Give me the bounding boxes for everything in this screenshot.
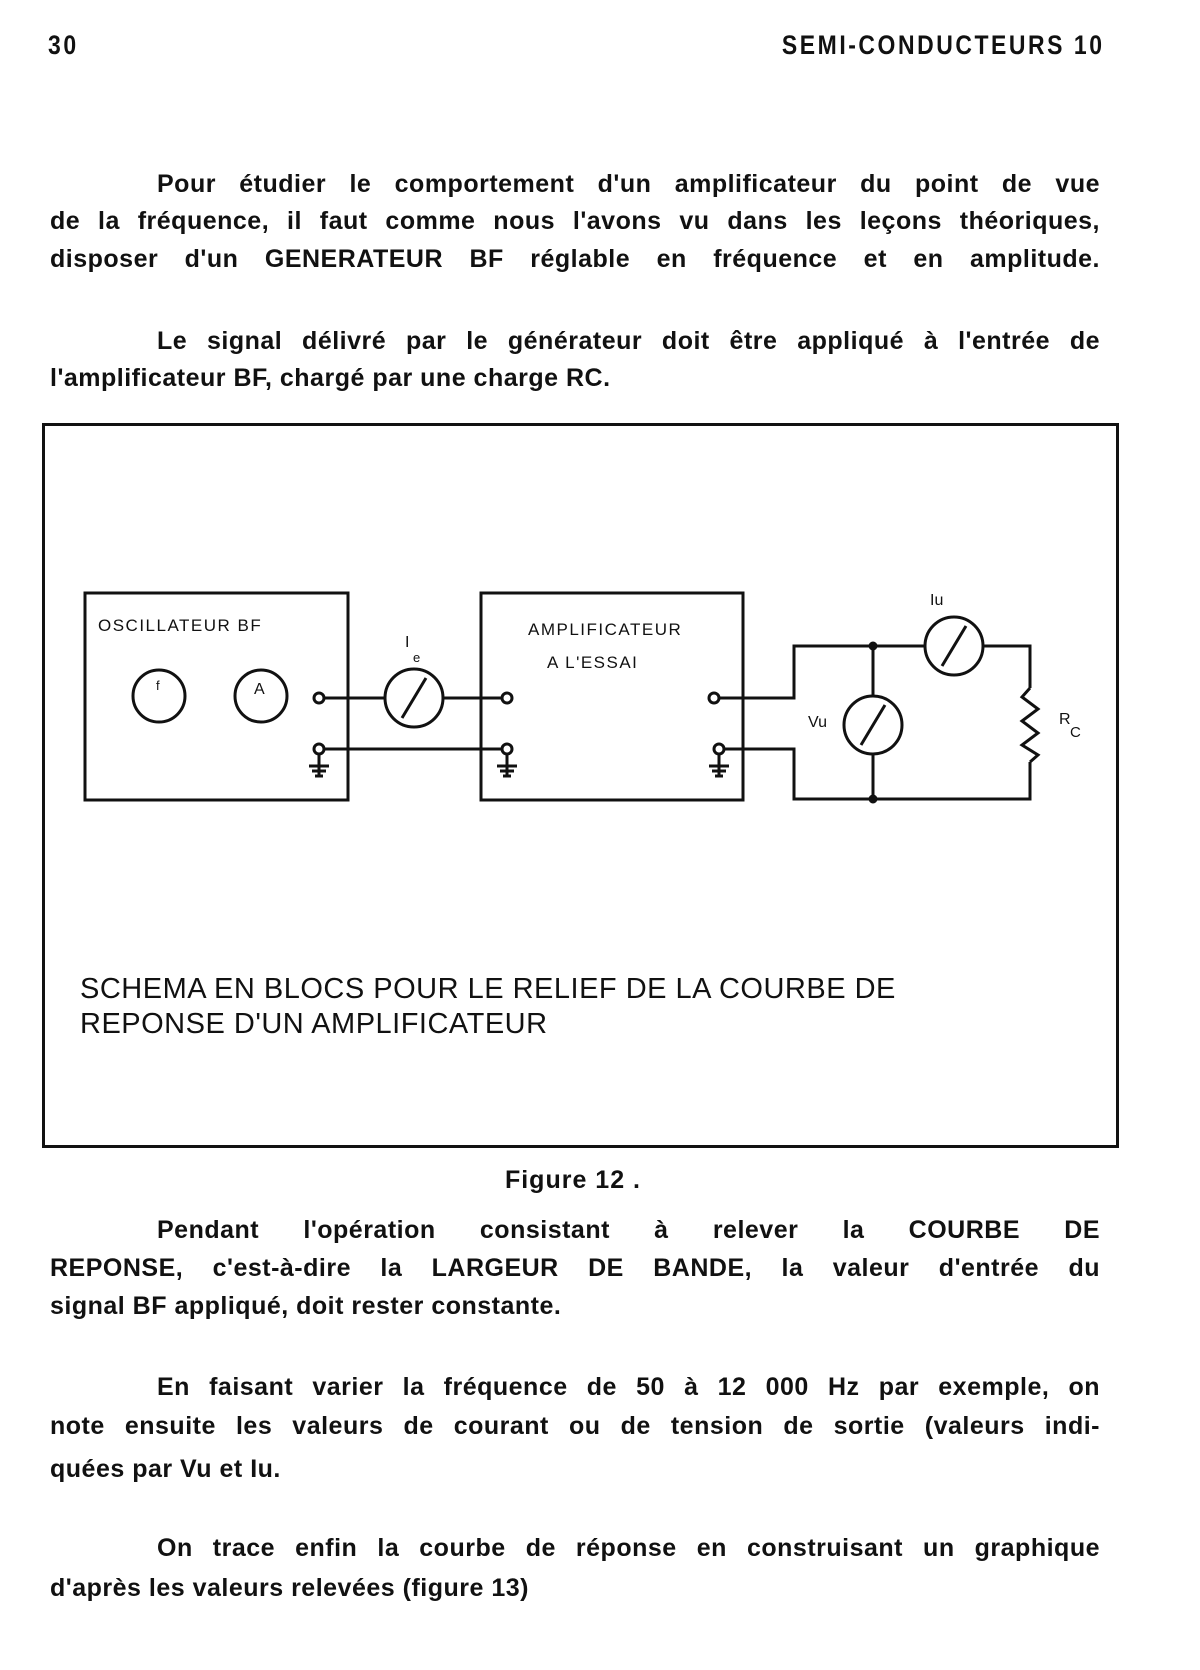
text-line: REPONSE, c'est-à-dire la LARGEUR DE BAND…: [50, 1254, 1100, 1282]
iu-ammeter-icon: [923, 615, 985, 677]
text-line: Pendant l'opération consistant à relever…: [157, 1216, 1100, 1244]
terminal: [707, 691, 721, 705]
text-line: Pour étudier le comportement d'un amplif…: [157, 170, 1100, 198]
figure-number: Figure 12 .: [504, 1166, 642, 1194]
text-line: de la fréquence, il faut comme nous l'av…: [50, 207, 1100, 235]
ie-ammeter-icon: [383, 667, 445, 729]
knob-f-label: f: [156, 678, 160, 693]
terminal: [500, 742, 514, 756]
frequency-knob-icon: [131, 668, 187, 724]
terminal: [312, 691, 326, 705]
amplifier-label: AMPLIFICATEUR: [528, 620, 682, 639]
text-line: disposer d'un GENERATEUR BF réglable en …: [50, 245, 1100, 273]
ground-icon: [709, 754, 729, 778]
text-line: d'après les valeurs relevées (figure 13): [50, 1574, 529, 1602]
rc-label: R: [1059, 711, 1071, 728]
ie-label: I: [405, 634, 409, 651]
ground-icon: [309, 754, 329, 778]
vu-label: Vu: [808, 714, 827, 731]
text-line: quées par Vu et Iu.: [50, 1455, 281, 1483]
ground-icon: [497, 754, 517, 778]
figure-caption: REPONSE D'UN AMPLIFICATEUR: [80, 1008, 548, 1040]
rc-subscript: C: [1070, 724, 1081, 741]
text-line: En faisant varier la fréquence de 50 à 1…: [157, 1373, 1100, 1401]
amplifier-label-2: A L'ESSAI: [547, 653, 638, 672]
resistor-icon: [1019, 687, 1041, 764]
running-title: SEMI-CONDUCTEURS 10: [782, 30, 1105, 60]
iu-label: Iu: [930, 592, 943, 609]
text-line: On trace enfin la courbe de réponse en c…: [157, 1534, 1100, 1562]
terminal: [712, 742, 726, 756]
vu-voltmeter-icon: [842, 694, 904, 756]
ie-subscript: e: [413, 650, 420, 665]
text-line: note ensuite les valeurs de courant ou d…: [50, 1412, 1100, 1440]
page-number: 30: [48, 30, 79, 60]
text-line: Le signal délivré par le générateur doit…: [157, 327, 1100, 355]
text-line: signal BF appliqué, doit rester constant…: [50, 1292, 562, 1320]
oscillator-label: OSCILLATEUR BF: [98, 616, 262, 635]
terminal: [500, 691, 514, 705]
text-line: l'amplificateur BF, chargé par une charg…: [50, 364, 611, 392]
knob-a-label: A: [254, 681, 265, 698]
terminal: [312, 742, 326, 756]
figure-caption: SCHEMA EN BLOCS POUR LE RELIEF DE LA COU…: [80, 973, 896, 1005]
amplitude-knob-icon: [233, 668, 289, 724]
figure-frame: [42, 423, 1119, 1148]
